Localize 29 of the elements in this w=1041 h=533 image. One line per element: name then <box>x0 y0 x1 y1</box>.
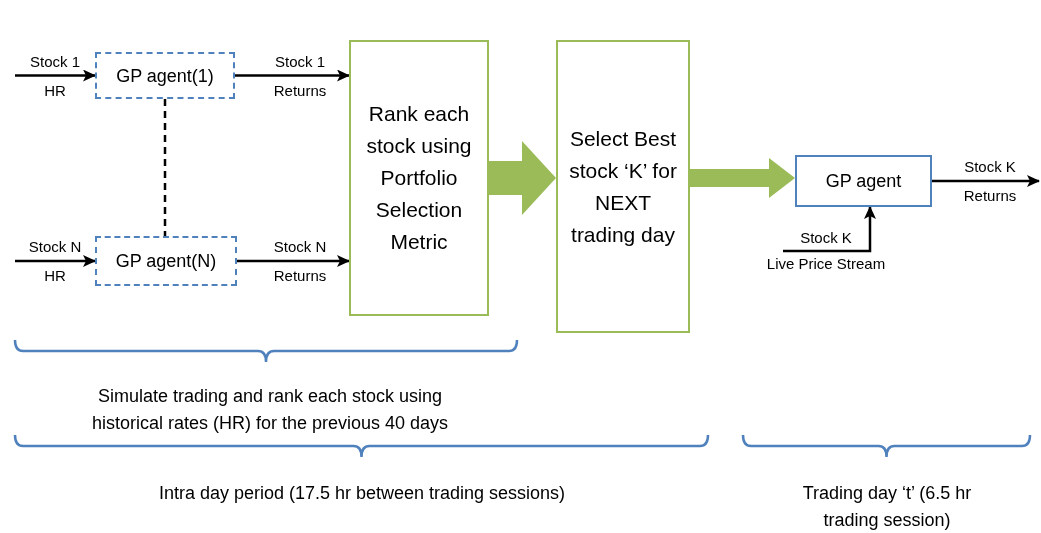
edge-label: Stock K Returns <box>962 157 1018 206</box>
edge-label: Stock 1 HR <box>29 51 81 101</box>
node-text: GP agent <box>825 170 902 192</box>
edge-label: Stock N Returns <box>272 237 328 286</box>
period-caption: Intra day period (17.5 hr between trading sessions) <box>157 482 567 505</box>
agent-box <box>95 236 237 286</box>
node-text: Select Best stock ‘K’ for NEXT trading day <box>568 125 678 248</box>
edge-label: Stock N HR <box>27 237 83 286</box>
arrow <box>15 255 96 267</box>
block-arrow <box>690 158 795 198</box>
node-text: GP agent(N) <box>115 250 217 272</box>
process-box <box>556 40 690 333</box>
node-text: GP agent(1) <box>116 64 214 87</box>
arrow <box>235 69 350 82</box>
arrow <box>237 255 350 267</box>
arrow <box>783 206 876 253</box>
arrow <box>932 175 1040 187</box>
node-text: Live Price Stream <box>766 255 886 273</box>
period-caption: Trading day ‘t’ (6.5 hr trading session) <box>801 482 973 532</box>
node-text: Rank each stock using Portfolio Selection Metric <box>365 101 473 255</box>
block-arrow <box>489 141 556 215</box>
connector-line <box>163 99 167 236</box>
agent-box <box>95 52 235 99</box>
agent-box <box>795 155 932 207</box>
edge-label: Stock K <box>799 229 853 247</box>
process-box <box>349 40 489 316</box>
period-caption: Simulate trading and rank each stock using historical rates (HR) for the previous 40 days <box>90 385 450 435</box>
arrow <box>15 69 96 82</box>
edge-label: Stock 1 Returns <box>272 51 328 101</box>
